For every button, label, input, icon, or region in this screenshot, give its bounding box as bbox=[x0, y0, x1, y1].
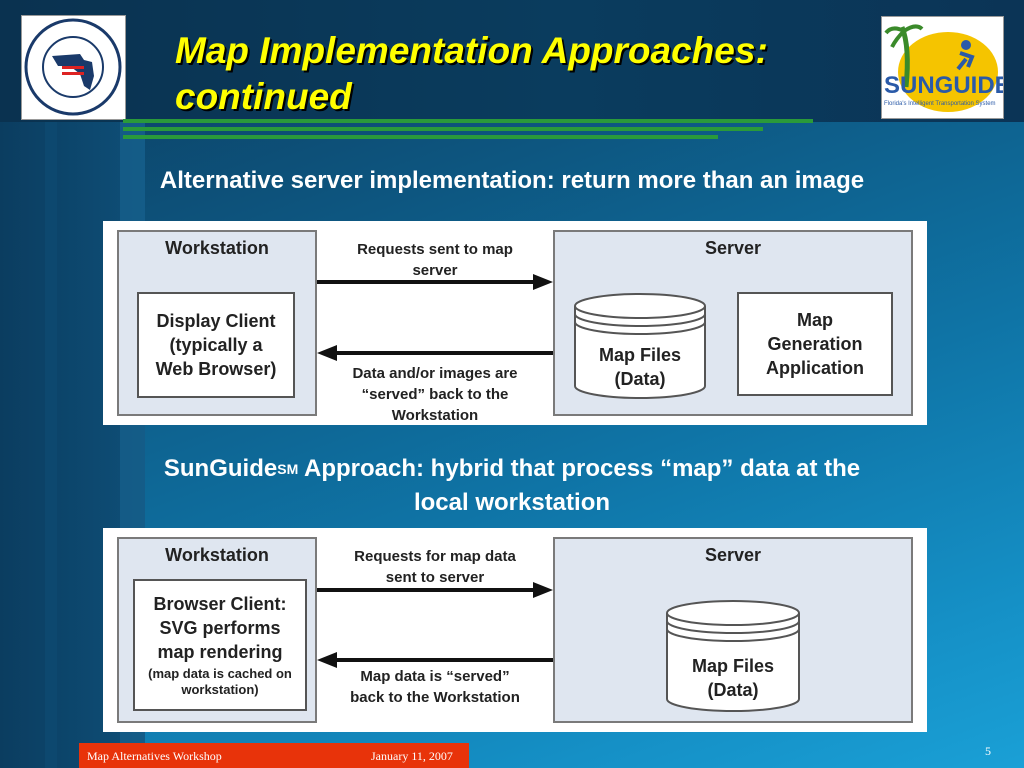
server-label: Server bbox=[704, 238, 762, 258]
server-label: Server bbox=[704, 545, 762, 565]
mapfiles-line: Map Files bbox=[598, 345, 682, 365]
footer-workshop: Map Alternatives Workshop bbox=[87, 749, 222, 763]
client-note-line: workstation) bbox=[181, 682, 259, 697]
fdot-logo bbox=[21, 15, 126, 120]
database-icon bbox=[666, 600, 800, 712]
title-underline bbox=[123, 135, 718, 139]
label-line: Requests sent to map bbox=[357, 241, 513, 258]
label-line: Requests for map data bbox=[354, 548, 516, 565]
server-panel: Server Map Files (Data) Map Generation A… bbox=[553, 230, 913, 416]
client-line: map rendering bbox=[157, 642, 283, 662]
subtitle-sunguide-name: SunGuide bbox=[163, 455, 278, 482]
client-line: Web Browser) bbox=[155, 359, 277, 379]
subtitle-sunguide-rest: Approach: hybrid that process “map” data… bbox=[298, 455, 861, 482]
fdot-seal-icon bbox=[24, 18, 122, 116]
client-note-line: (map data is cached on bbox=[148, 666, 292, 681]
database-icon bbox=[574, 293, 706, 399]
mapfiles-line: (Data) bbox=[707, 680, 759, 700]
map-files-label: Map Files (Data) bbox=[665, 651, 801, 705]
slide-title: Map Implementation Approaches: continued bbox=[175, 28, 855, 120]
map-generation-box: Map Generation Application bbox=[737, 292, 893, 396]
request-arrow-label: Requests sent to map server bbox=[321, 239, 549, 281]
mapfiles-line: Map Files bbox=[691, 656, 775, 676]
response-arrow-label: Data and/or images are “served” back to … bbox=[321, 363, 549, 426]
arrow-left-icon bbox=[317, 652, 553, 668]
request-arrow-label: Requests for map data sent to server bbox=[321, 546, 549, 588]
label-line: back to the Workstation bbox=[350, 689, 520, 706]
label-line: Workstation bbox=[391, 407, 479, 424]
mapgen-line: Generation bbox=[767, 334, 863, 354]
page-number: 5 bbox=[985, 744, 991, 758]
label-line: Map data is “served” bbox=[360, 668, 510, 685]
workstation-label: Workstation bbox=[165, 545, 269, 565]
client-line: (typically a bbox=[169, 335, 263, 355]
mapgen-line: Application bbox=[766, 358, 864, 378]
client-line: Display Client bbox=[156, 311, 276, 331]
browser-client-box: Browser Client: SVG performs map renderi… bbox=[133, 579, 307, 711]
arrow-left-icon bbox=[317, 345, 553, 361]
diagram-alternative-server: Workstation Display Client (typically a … bbox=[103, 221, 927, 425]
client-line: SVG performs bbox=[159, 618, 281, 638]
footer-bar: Map Alternatives Workshop January 11, 20… bbox=[79, 743, 469, 768]
title-line-1: Map Implementation Approaches: bbox=[175, 30, 768, 71]
workstation-panel: Workstation Display Client (typically a … bbox=[117, 230, 317, 416]
label-line: server bbox=[412, 262, 458, 279]
diagram-sunguide-approach: Workstation Browser Client: SVG performs… bbox=[103, 528, 927, 732]
mapfiles-line: (Data) bbox=[614, 369, 666, 389]
sunguide-logo-icon: SUNGUIDE Florida's Intelligent Transport… bbox=[884, 24, 1011, 112]
title-underline bbox=[123, 119, 813, 123]
label-line: “served” back to the bbox=[361, 386, 509, 403]
subtitle-sunguide-line2: local workstation bbox=[413, 489, 611, 516]
sunguide-wordmark: SUNGUIDE bbox=[884, 72, 1003, 99]
sunguide-logo: SUNGUIDE Florida's Intelligent Transport… bbox=[881, 16, 1011, 119]
subtitle-sunguide: SunGuideSM Approach: hybrid that process… bbox=[0, 452, 1024, 520]
workstation-panel: Workstation Browser Client: SVG performs… bbox=[117, 537, 317, 723]
display-client-box: Display Client (typically a Web Browser) bbox=[137, 292, 295, 398]
header-band bbox=[0, 0, 1024, 122]
response-arrow-label: Map data is “served” back to the Worksta… bbox=[321, 666, 549, 708]
title-underline bbox=[123, 127, 763, 131]
service-mark: SM bbox=[277, 461, 299, 477]
mapgen-line: Map bbox=[797, 310, 833, 330]
label-line: Data and/or images are bbox=[352, 365, 518, 382]
server-panel: Server Map Files (Data) bbox=[553, 537, 913, 723]
decor-stripe bbox=[45, 0, 57, 768]
svg-text:Florida's Intelligent Transpor: Florida's Intelligent Transportation Sys… bbox=[884, 101, 996, 107]
workstation-label: Workstation bbox=[165, 238, 269, 258]
subtitle-alternative: Alternative server implementation: retur… bbox=[159, 167, 865, 194]
title-line-2: continued bbox=[175, 76, 352, 117]
map-files-label: Map Files (Data) bbox=[573, 342, 707, 392]
footer-date: January 11, 2007 bbox=[371, 749, 453, 763]
client-line: Browser Client: bbox=[153, 594, 287, 614]
arrow-right-icon bbox=[317, 582, 553, 598]
label-line: sent to server bbox=[385, 569, 485, 586]
arrow-right-icon bbox=[317, 274, 553, 290]
